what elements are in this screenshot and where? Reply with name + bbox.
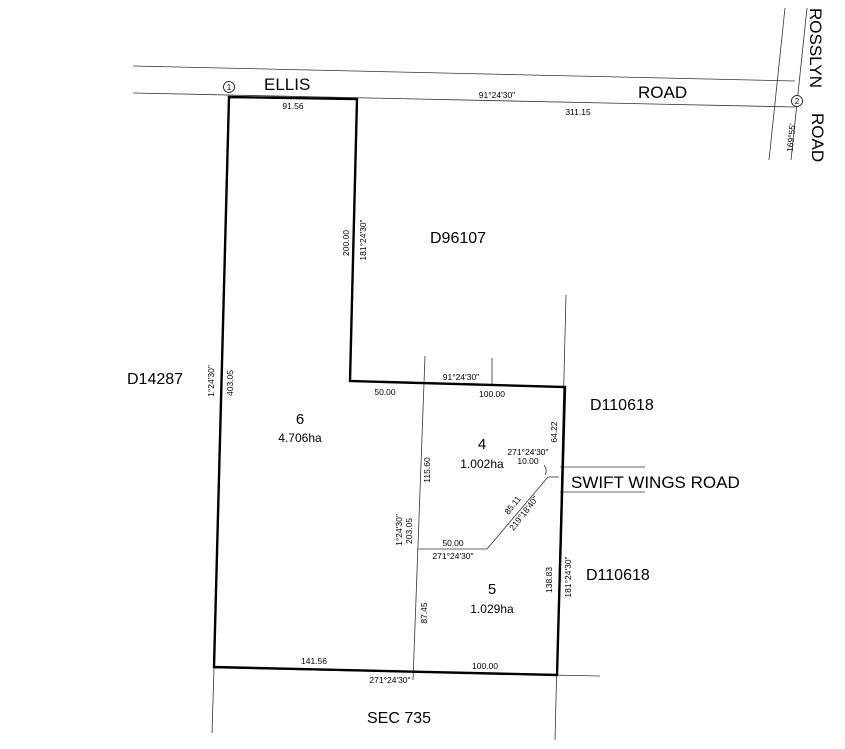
west-extension-line — [211, 667, 215, 734]
dim-bottom-141-56: 141.56 — [301, 656, 327, 666]
ellis-road-label-2: ROAD — [638, 83, 687, 102]
lot-4-area: 1.002ha — [460, 457, 504, 471]
ellis-road-line-south — [132, 92, 796, 108]
lot-4-number: 4 — [478, 436, 486, 453]
rosslyn-road-line-east — [790, 7, 808, 161]
lot-6-area: 4.706ha — [278, 431, 322, 445]
dim-mid-50: 50.00 — [374, 387, 396, 397]
dim-top-91-56: 91.56 — [282, 101, 304, 111]
rosslyn-road-label: ROSSLYN — [806, 8, 825, 88]
dim-bend-10: 10.00 — [517, 456, 539, 466]
lot-4-5-diagonal-line — [486, 476, 549, 550]
lot-5-area: 1.029ha — [470, 602, 514, 616]
dim-right-bearing-181: 181°24'30" — [563, 556, 573, 597]
dim-top-bearing: 91°24'30" — [479, 90, 515, 100]
dim-bottom-bearing: 271°24'30" — [369, 675, 410, 685]
dim-bottom-100: 100.00 — [472, 661, 498, 671]
dim-bend-bearing: 271°24'30" — [507, 447, 548, 457]
marker-circle-2 — [791, 95, 803, 107]
marker-label-1: 1 — [227, 83, 232, 92]
section-sec735: SEC 735 — [367, 710, 431, 727]
dim-inner-200: 200.00 — [341, 230, 351, 256]
ellis-road-line-north — [132, 65, 796, 82]
dim-inner-115-60: 115.60 — [422, 457, 432, 483]
parcel-d110618-lower: D110618 — [586, 567, 650, 584]
lot-6-number: 6 — [296, 411, 304, 428]
lot-boundary — [212, 95, 567, 677]
dim-mid-bearing: 91°24'30" — [443, 372, 479, 382]
marker-label-2: 2 — [795, 97, 800, 106]
dim-right-138-83: 138.83 — [544, 567, 554, 593]
lot-5-number: 5 — [488, 581, 496, 598]
dim-inner-bearing-1: 1°24'30" — [394, 514, 404, 546]
lot-4-5-west-line — [412, 355, 426, 681]
dim-inner-87-45: 87.45 — [419, 602, 429, 624]
dim-lot5-50: 50.00 — [442, 538, 464, 548]
rosslyn-road-label-2: ROAD — [808, 113, 827, 162]
swift-wings-road-label: SWIFT WINGS ROAD — [571, 473, 740, 492]
ellis-road-label: ELLIS — [264, 75, 310, 94]
dim-mid-100: 100.00 — [479, 389, 505, 399]
dim-top-311-15: 311.15 — [565, 107, 591, 117]
parcel-d14287: D14287 — [127, 371, 183, 388]
dim-left-403-05: 403.05 — [225, 370, 235, 396]
dim-inner-bearing-181: 181°24'30" — [358, 219, 368, 260]
dimension-arrow — [543, 464, 547, 476]
dim-lot5-bearing: 271°24'30" — [432, 551, 473, 561]
dim-right-64-22: 64.22 — [549, 421, 559, 443]
marker-circle-1 — [223, 81, 235, 93]
dim-rosslyn-bearing: 169°55' — [785, 123, 798, 153]
dim-left-bearing: 1°24'30" — [206, 365, 216, 397]
parcel-d96107: D96107 — [430, 230, 486, 247]
parcel-d110618-upper: D110618 — [590, 397, 654, 414]
rosslyn-road-line-west — [768, 7, 786, 161]
dim-inner-203-05: 203.05 — [404, 518, 414, 544]
